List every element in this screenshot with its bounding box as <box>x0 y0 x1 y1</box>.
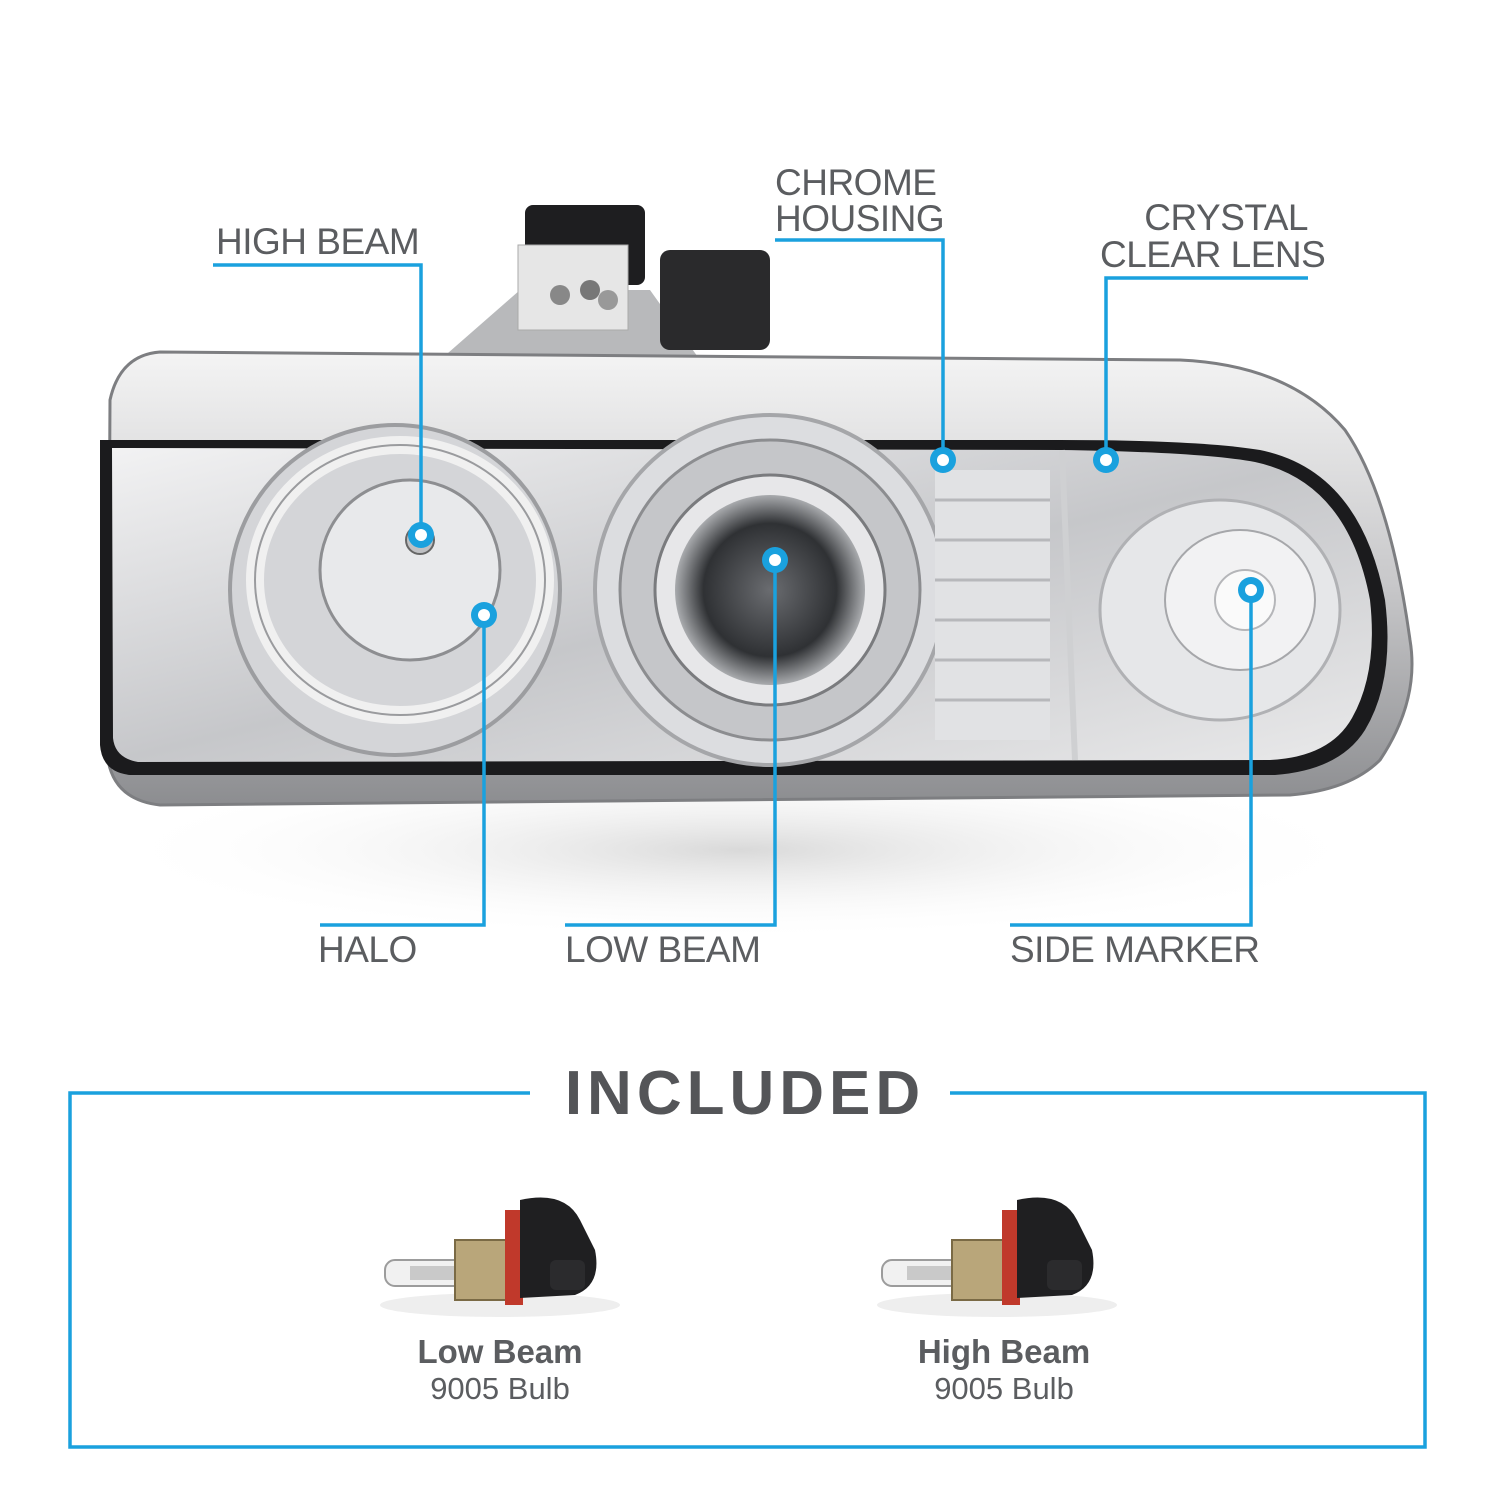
bulb-name: Low Beam <box>417 1333 583 1370</box>
callout-chrome-housing-line1: CHROME <box>775 162 937 203</box>
callout-crystal-clear-line2: CLEAR LENS <box>1100 234 1326 275</box>
callout-halo: HALO <box>318 929 417 970</box>
ribbed-panel <box>935 470 1050 740</box>
screw <box>598 290 618 310</box>
screw <box>550 285 570 305</box>
bulb-type: 9005 Bulb <box>934 1371 1074 1406</box>
low-beam-bulb-caption: Low Beam 9005 Bulb <box>350 1333 650 1407</box>
screw <box>580 280 600 300</box>
high-beam-bulb-image <box>877 1197 1117 1317</box>
high-beam-bulb-caption: High Beam 9005 Bulb <box>854 1333 1154 1407</box>
ribs <box>935 498 1050 702</box>
included-title: INCLUDED <box>545 1058 945 1129</box>
callout-low-beam: LOW BEAM <box>565 929 761 970</box>
callout-chrome-housing-line2: HOUSING <box>775 198 945 239</box>
callout-high-beam: HIGH BEAM <box>216 221 420 262</box>
reflection-shadow <box>100 760 1380 940</box>
callout-lines <box>213 238 1308 927</box>
bulb-type: 9005 Bulb <box>430 1371 570 1406</box>
bulb-name: High Beam <box>917 1333 1091 1370</box>
bracket-plate <box>517 244 629 331</box>
callout-side-marker: SIDE MARKER <box>1010 929 1260 970</box>
callout-crystal-clear-line1: CRYSTAL <box>1144 197 1308 238</box>
headlight-illustration <box>100 205 1414 940</box>
connector-housing <box>660 250 770 350</box>
included-frame <box>68 1091 1427 1449</box>
low-beam-bulb-image <box>380 1197 620 1317</box>
